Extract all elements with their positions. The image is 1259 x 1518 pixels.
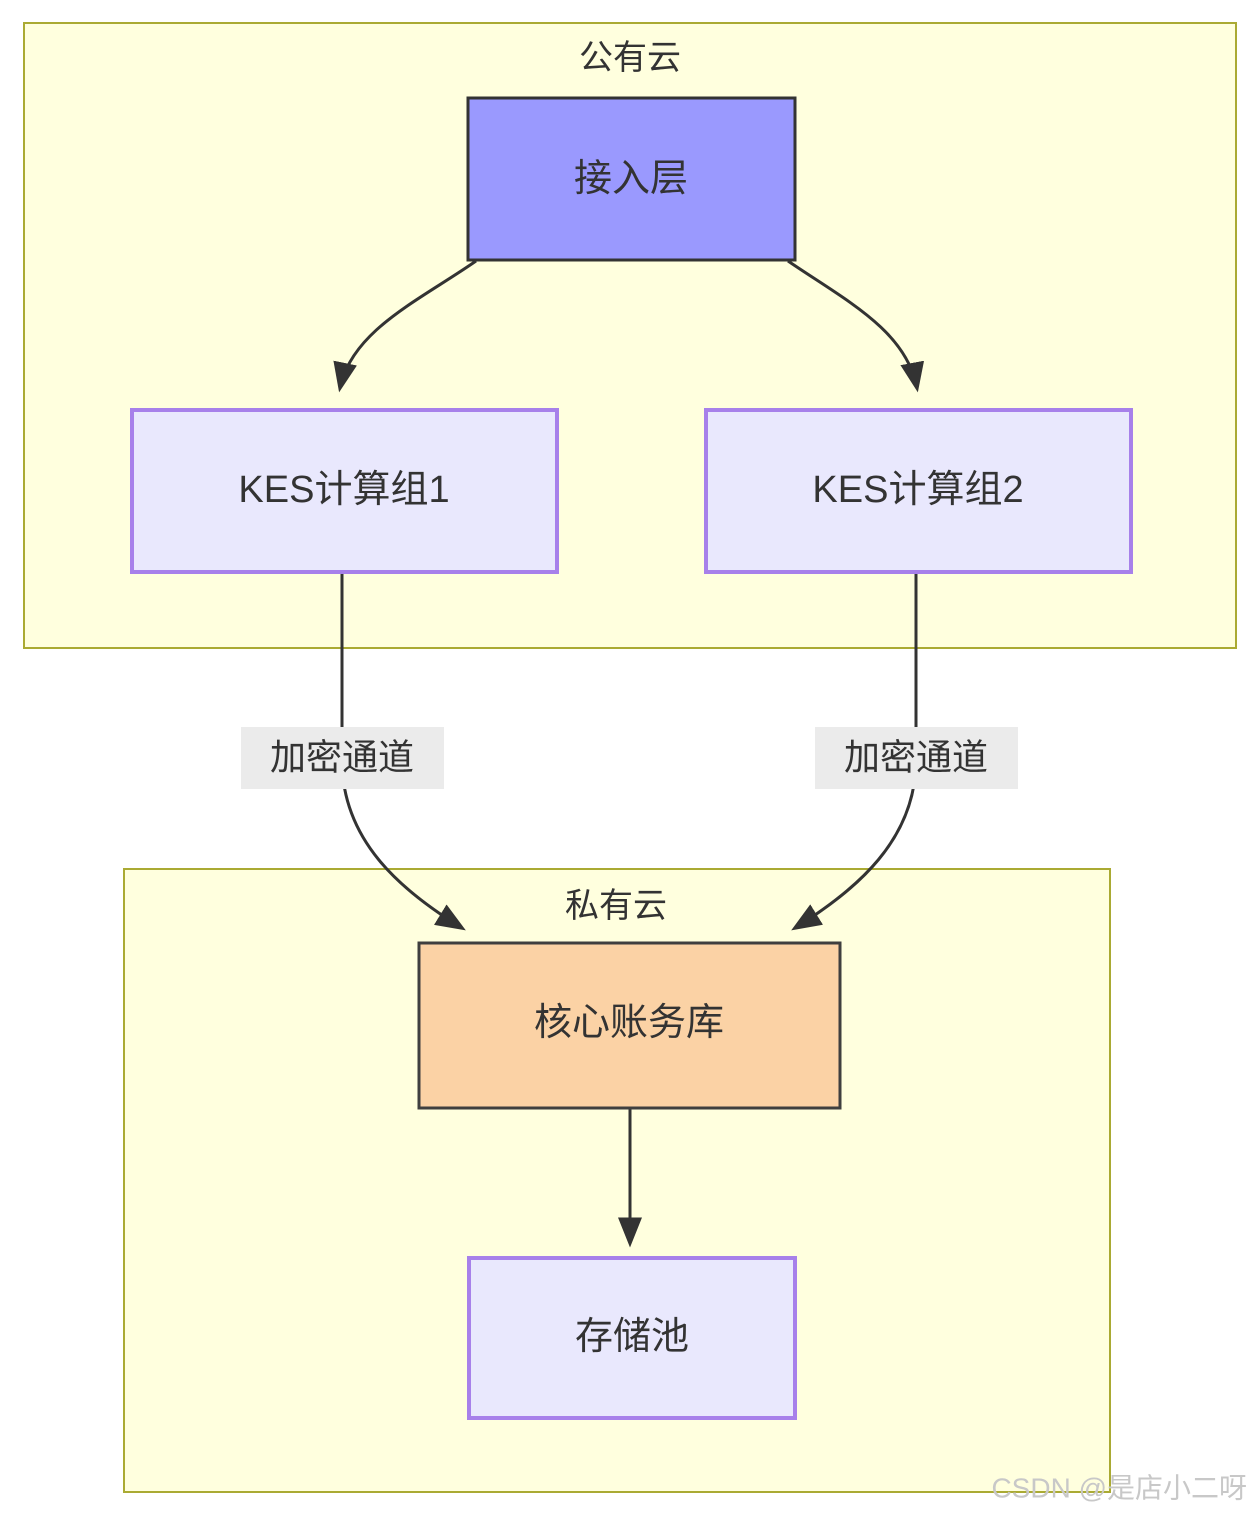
edge-label-left-text: 加密通道 xyxy=(270,737,414,778)
node-access-layer-rect[interactable] xyxy=(466,96,797,262)
cluster-public-cloud-title: 公有云 xyxy=(579,39,681,77)
node-kes-group-1[interactable]: KES计算组1 xyxy=(130,408,559,574)
edge-label-right-text: 加密通道 xyxy=(844,737,988,778)
edge-access-to-kes2 xyxy=(787,259,925,393)
node-core-ledger-db-label: 核心账务库 xyxy=(534,1002,724,1044)
csdn-watermark: CSDN @是店小二呀 xyxy=(991,1472,1247,1503)
node-access-layer[interactable]: 接入层 xyxy=(466,96,797,262)
cluster-private-cloud-title: 私有云 xyxy=(565,887,667,925)
node-storage-pool-rect[interactable] xyxy=(467,1256,797,1420)
edge-label-right-bg xyxy=(815,727,1018,789)
node-kes-group-1-rect[interactable] xyxy=(130,408,559,574)
node-storage-pool-label: 存储池 xyxy=(575,1316,689,1358)
node-access-layer-label: 接入层 xyxy=(574,158,688,200)
node-kes-group-2-label: KES计算组2 xyxy=(812,469,1023,511)
node-core-ledger-db[interactable]: 核心账务库 xyxy=(417,941,842,1110)
node-storage-pool[interactable]: 存储池 xyxy=(467,1256,797,1420)
edge-label-right: 加密通道 xyxy=(815,727,1018,789)
node-kes-group-1-label: KES计算组1 xyxy=(238,469,449,511)
edge-access-to-kes1 xyxy=(333,259,477,393)
node-kes-group-2-rect[interactable] xyxy=(704,408,1133,574)
edge-label-left: 加密通道 xyxy=(241,727,444,789)
node-core-ledger-db-rect[interactable] xyxy=(417,941,842,1110)
edge-label-left-bg xyxy=(241,727,444,789)
node-kes-group-2[interactable]: KES计算组2 xyxy=(704,408,1133,574)
